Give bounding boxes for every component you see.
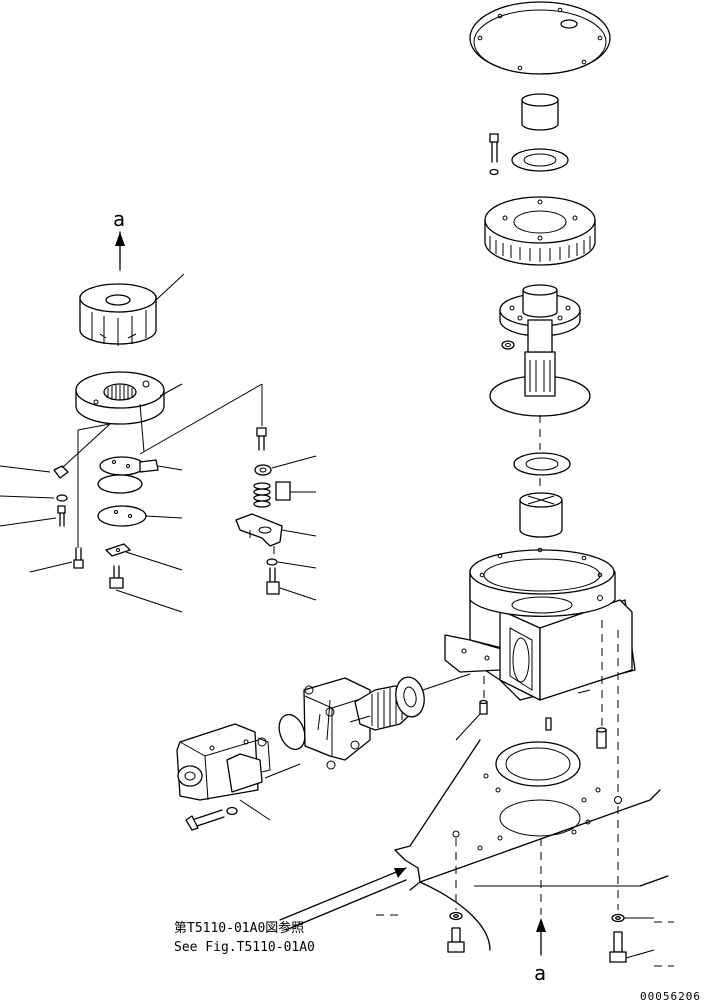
motor-adapter-flange [257, 677, 371, 770]
output-shaft [489, 284, 591, 417]
arrow-label-top: a [113, 207, 125, 231]
sun-gear-carrier [75, 371, 165, 425]
revolving-frame [394, 739, 669, 951]
upper-thrust-washer [511, 148, 569, 172]
reference-note-jp: 第T5110-01A0図参照 [174, 920, 304, 936]
view-arrow-top [115, 231, 125, 271]
cap-bolt [254, 427, 272, 476]
housing-gasket [495, 741, 581, 787]
reference-arrows [279, 867, 407, 931]
spring-pack [354, 676, 425, 731]
lock-plate [53, 465, 69, 527]
view-arrow-bottom [536, 918, 546, 956]
coil-spring [253, 481, 291, 508]
leader-lines [0, 273, 669, 959]
input-pinion-line [264, 673, 471, 779]
cover-bolt [489, 133, 499, 176]
arrow-label-bottom: a [534, 961, 546, 985]
swing-gear-housing [444, 547, 636, 701]
swing-motor [176, 723, 271, 801]
motor-o-ring [278, 713, 306, 751]
ring-gear [484, 196, 596, 266]
planet-carrier [79, 283, 157, 346]
lower-left-bolt [109, 565, 124, 589]
frame-mount-bolts [447, 911, 627, 963]
lower-bushing [519, 492, 563, 538]
top-cover-plate [469, 1, 611, 75]
reference-note-en: See Fig.T5110-01A0 [174, 940, 315, 955]
grease-fitting [501, 340, 515, 350]
drawing-number: 00056206 [640, 990, 701, 1003]
small-lock-plate [105, 543, 131, 557]
alignment-lines [376, 415, 674, 967]
lever-bolt [266, 558, 280, 595]
motor-bolt [185, 806, 238, 831]
thrust-plates [97, 456, 159, 527]
dowel-pins [479, 699, 607, 749]
upper-bushing [521, 93, 559, 131]
lever-bracket [235, 513, 283, 554]
lower-thrust-washer [513, 452, 571, 476]
long-bolt [73, 430, 84, 569]
